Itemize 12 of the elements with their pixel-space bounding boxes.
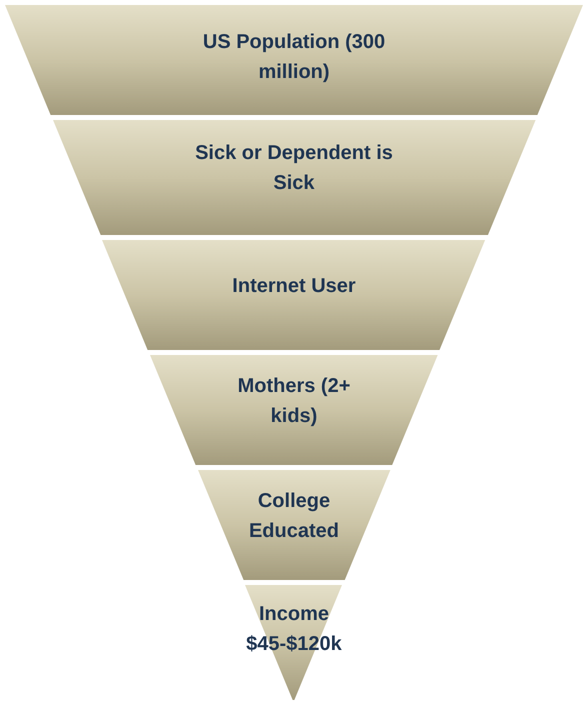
segment-label: US Population (300 million) bbox=[202, 30, 386, 85]
funnel-segment bbox=[245, 585, 342, 700]
segment-label: College Educated bbox=[248, 489, 340, 544]
segment-label: Internet User bbox=[231, 274, 357, 300]
funnel-segment bbox=[52, 120, 536, 235]
funnel-segment bbox=[102, 240, 486, 350]
segment-label: Mothers (2+ kids) bbox=[236, 374, 352, 430]
funnel-segment bbox=[5, 5, 583, 115]
funnel-segment bbox=[198, 470, 390, 580]
segment-label: Sick or Dependent is Sick bbox=[194, 141, 394, 196]
funnel-segment bbox=[150, 355, 438, 465]
segment-label: Income $45-$120k bbox=[245, 602, 343, 657]
